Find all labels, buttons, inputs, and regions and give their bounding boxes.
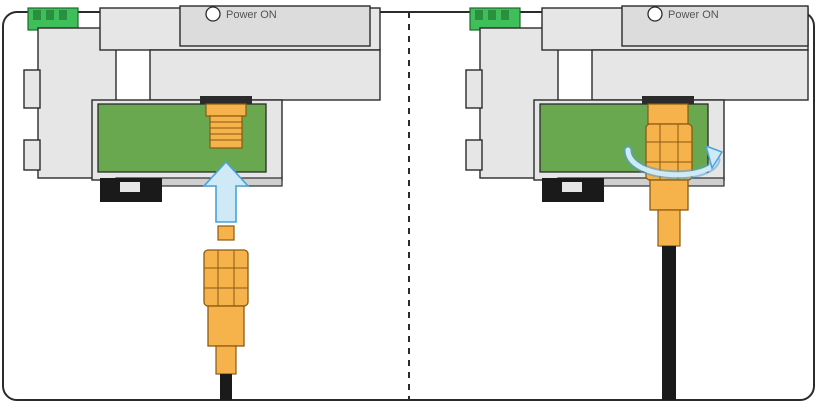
coax-cable [662, 246, 676, 400]
panel-after: Power ON [465, 5, 809, 400]
board-connector [200, 96, 252, 149]
power-label: Power ON [668, 9, 719, 21]
power-label: Power ON [226, 9, 277, 21]
cable-connector [203, 225, 249, 375]
rotate-arrow-icon [623, 144, 724, 180]
coax-cable [220, 374, 232, 400]
power-led-icon [647, 6, 663, 22]
up-arrow-icon [202, 160, 250, 223]
panel-before: Power ON [23, 5, 381, 400]
power-led-icon [205, 6, 221, 22]
terminal-block [469, 7, 521, 31]
terminal-block [27, 7, 79, 31]
